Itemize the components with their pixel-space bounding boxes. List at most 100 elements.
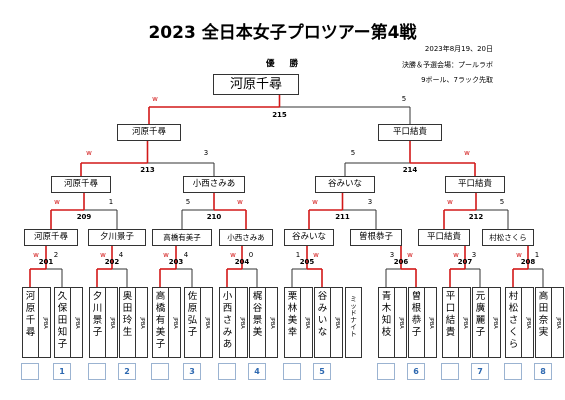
match-score: 1 — [108, 198, 114, 206]
match-score: w — [453, 251, 459, 259]
match-score: 0 — [248, 251, 254, 259]
match-number: 208 — [520, 258, 536, 266]
seed-box-empty — [504, 363, 522, 380]
association-label: JPBA — [524, 316, 531, 329]
player-name: 曽 根 恭 子 — [411, 291, 422, 338]
association-cell: JPBA — [39, 287, 51, 358]
match-score: 5 — [185, 198, 191, 206]
seed-box-empty — [441, 363, 459, 380]
association-label: JPBA — [554, 316, 561, 329]
match-number: 215 — [272, 111, 287, 119]
player-name: 谷 み い な — [317, 291, 328, 338]
match-number: 204 — [234, 258, 250, 266]
seed-number: 2 — [118, 363, 136, 380]
winner-name-box: 平口結貴 — [378, 124, 442, 141]
winner-name-box: 河原千尋 — [117, 124, 181, 141]
association-cell: JPBA — [106, 287, 118, 358]
association-label: JPBA — [397, 316, 404, 329]
seed-box-empty — [377, 363, 395, 380]
association-cell: JPBA — [266, 287, 278, 358]
match-score: w — [447, 198, 453, 206]
association-cell: JPBA — [425, 287, 437, 358]
match-score: 3 — [471, 251, 477, 259]
player-cell: 平 口 結 貴 — [442, 287, 459, 358]
association-label: JPBA — [108, 316, 115, 329]
player-name: 夕 川 景 子 — [92, 291, 103, 338]
match-score: w — [464, 149, 470, 157]
association-label: JPBA — [333, 316, 340, 329]
match-score: 5 — [401, 95, 407, 103]
association-label: JPBA — [171, 316, 178, 329]
match-number: 201 — [38, 258, 54, 266]
match-score: w — [237, 198, 243, 206]
winner-name-box: 平口結貴 — [418, 229, 470, 246]
match-number: 209 — [76, 213, 92, 221]
seed-number: 7 — [471, 363, 489, 380]
match-score: w — [312, 198, 318, 206]
player-name: 元 廣 麗 子 — [475, 291, 486, 338]
association-cell: JPBA — [331, 287, 343, 358]
match-score: 3 — [367, 198, 373, 206]
event-dates: 2023年8月19、20日 — [424, 45, 493, 53]
seed-number: 3 — [183, 363, 201, 380]
match-score: 1 — [295, 251, 301, 259]
player-cell: 曽 根 恭 子 — [408, 287, 425, 358]
match-score: 4 — [183, 251, 189, 259]
match-score: w — [152, 95, 158, 103]
match-score: w — [230, 251, 236, 259]
association-cell: JPBA — [489, 287, 501, 358]
player-name: 青 木 知 枝 — [381, 291, 392, 338]
player-cell: 元 廣 麗 子 — [472, 287, 489, 358]
player-name: 河 原 千 尋 — [25, 291, 36, 338]
player-cell: 谷 み い な — [314, 287, 331, 358]
match-number: 211 — [335, 213, 350, 221]
seed-box-empty — [88, 363, 106, 380]
match-number: 206 — [393, 258, 409, 266]
association-label: JPBA — [427, 316, 434, 329]
association-label: JPBA — [303, 316, 310, 329]
player-name: 小 西 さ み あ — [222, 291, 233, 350]
seed-box-empty — [218, 363, 236, 380]
match-number: 210 — [206, 213, 222, 221]
match-score: 5 — [350, 149, 356, 157]
association-cell: JPBA — [552, 287, 564, 358]
seed-number: 4 — [248, 363, 266, 380]
association-cell: JPBA — [395, 287, 407, 358]
match-number: 213 — [140, 166, 155, 174]
association-cell: JPBA — [136, 287, 148, 358]
match-score: w — [33, 251, 39, 259]
match-number: 214 — [402, 166, 418, 174]
player-cell: 奥 田 玲 生 — [119, 287, 136, 358]
player-cell: 河 原 千 尋 — [22, 287, 39, 358]
match-score: 3 — [203, 149, 209, 157]
player-cell: 高 田 奈 実 — [535, 287, 552, 358]
player-cell: 小 西 さ み あ — [219, 287, 236, 358]
winner-name-box: 谷みいな — [315, 176, 375, 193]
player-cell: 青 木 知 枝 — [378, 287, 395, 358]
match-score: 5 — [499, 198, 505, 206]
association-label: JPBA — [138, 316, 145, 329]
match-score: w — [516, 251, 522, 259]
association-label: JPBA — [41, 316, 48, 329]
winner-name-box: 平口結貴 — [445, 176, 505, 193]
player-cell: 高 橋 有 美 子 — [152, 287, 169, 358]
match-score: w — [163, 251, 169, 259]
winner-name-box: 小西さみあ — [183, 176, 245, 193]
association-cell: JPBA — [301, 287, 313, 358]
match-number: 212 — [468, 213, 484, 221]
player-name: 高 橋 有 美 子 — [155, 291, 166, 350]
player-name: 平 口 結 貴 — [445, 291, 456, 338]
association-label: JPBA — [268, 316, 275, 329]
player-name: 村 松 さ く ら — [508, 291, 519, 350]
match-score: 4 — [118, 251, 124, 259]
event-venue: 決勝＆予選会場：プールラボ — [402, 61, 493, 69]
player-cell: 梶 谷 景 美 — [249, 287, 266, 358]
match-score: w — [86, 149, 92, 157]
association-label: JPBA — [461, 316, 468, 329]
player-cell: 佐 原 弘 子 — [184, 287, 201, 358]
winner-name-box: 河原千尋 — [24, 229, 78, 246]
match-number: 203 — [168, 258, 184, 266]
tournament-title: 2023 全日本女子プロツアー第4戦 — [148, 23, 417, 43]
winner-name-box: 高橋有美子 — [152, 229, 212, 246]
seed-number: 1 — [53, 363, 71, 380]
